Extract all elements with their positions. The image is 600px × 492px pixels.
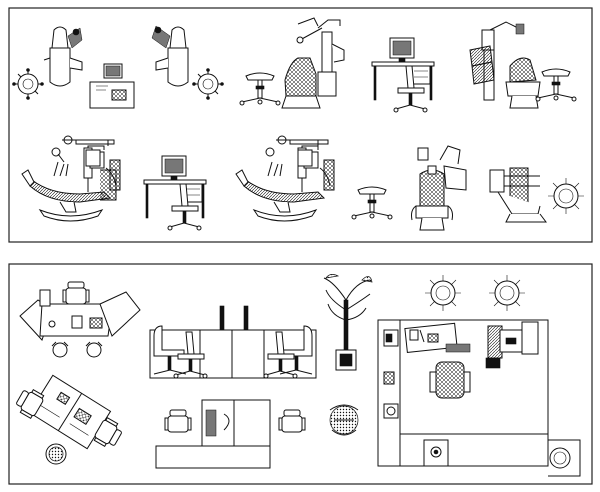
dental-chair-top-view-icon: [12, 26, 83, 100]
dental-chair-side-view: [21, 135, 121, 222]
dental-unit-elevation-icon: [239, 17, 345, 109]
clinic-room-plan: [377, 274, 581, 477]
desk-with-monitor-icon: [89, 63, 135, 109]
office-desk-plan: [12, 374, 126, 465]
dental-chair-side-view-2: [235, 135, 335, 222]
twin-workstation-plan: [155, 399, 306, 469]
dental-unit-side-compact: [489, 167, 547, 223]
twin-workstation-elevation: [149, 305, 317, 379]
desk-monitor-elevation: [371, 37, 435, 113]
panel-frame-layouts: [8, 263, 593, 485]
potted-plant-icon-2: [329, 404, 359, 436]
potted-plant-icon: [323, 274, 373, 371]
operator-stool-side: [351, 186, 393, 220]
reception-desk-plan: [19, 281, 141, 358]
dental-chair-top-view-icon-mirror: [151, 25, 224, 100]
desk-monitor-elevation-2: [143, 155, 207, 231]
dental-unit-elevation-icon-2: [469, 21, 577, 109]
panel-frame-equipment: [8, 7, 593, 243]
dental-chair-front-view: [411, 145, 467, 231]
stool-top-view-right: [547, 177, 585, 215]
